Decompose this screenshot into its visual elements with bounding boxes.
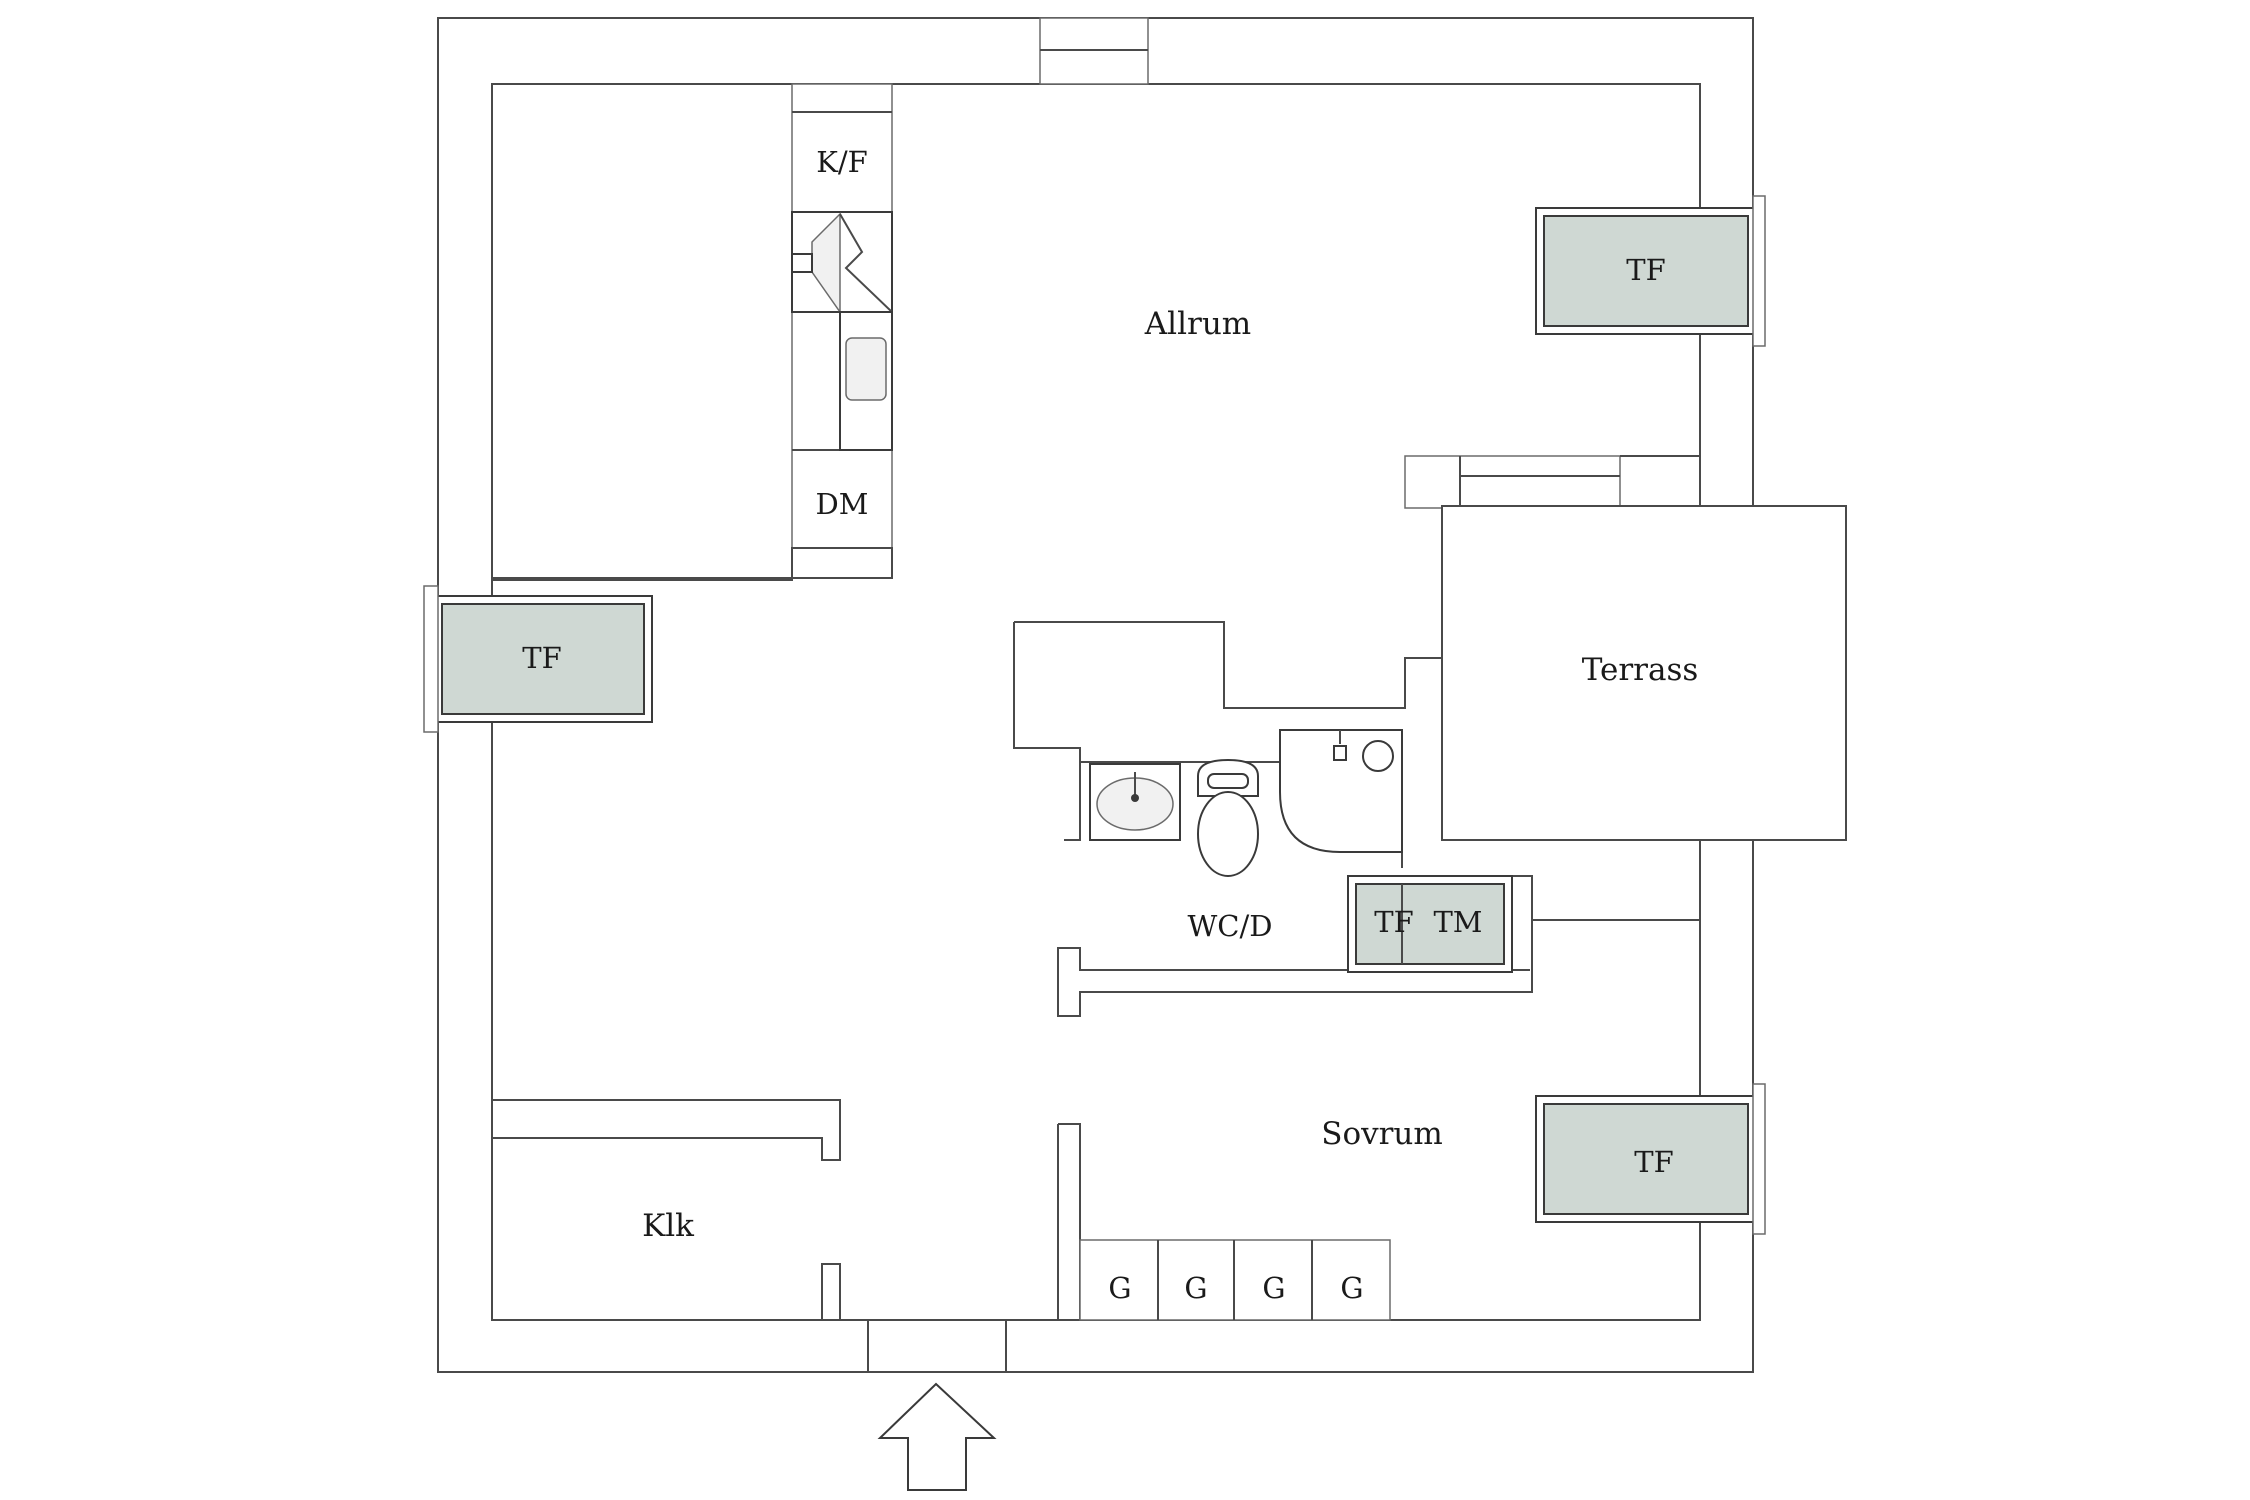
closet-walls	[492, 1099, 1058, 1372]
shower-icon	[1279, 729, 1403, 853]
radiator-sovrum: TF	[1535, 1083, 1766, 1235]
kf-label: K/F	[816, 145, 868, 179]
terrace-door	[1404, 84, 1701, 509]
toilet-icon	[1197, 758, 1259, 877]
kitchen-sink-icon	[839, 311, 893, 451]
entrance-arrow-icon	[877, 1382, 997, 1491]
sink-icon	[1089, 763, 1181, 841]
wardrobes: G G G G	[1079, 1239, 1391, 1321]
terrace: Terrass	[1441, 505, 1847, 841]
wardrobe-label-1: G	[1108, 1271, 1131, 1305]
allrum-south-wall	[491, 547, 893, 581]
allrum-label: Allrum	[1144, 306, 1251, 342]
wardrobe-label-3: G	[1262, 1271, 1285, 1305]
tf-label-sovrum: TF	[1634, 1145, 1673, 1179]
tm-label: TM	[1433, 905, 1482, 939]
wcd-label: WC/D	[1187, 909, 1272, 943]
stove-icon	[791, 211, 893, 315]
dm-label: DM	[816, 487, 869, 521]
radiator-allrum: TF	[1535, 195, 1766, 347]
wardrobe-label-4: G	[1340, 1271, 1363, 1305]
sovrum-label: Sovrum	[1321, 1116, 1443, 1152]
terrass-label: Terrass	[1582, 652, 1699, 688]
laundry-fixture: TF TM	[1347, 875, 1513, 973]
tf-label-west: TF	[522, 641, 561, 675]
tf-label-allrum: TF	[1626, 253, 1665, 287]
wardrobe-label-2: G	[1184, 1271, 1207, 1305]
tf-label-bath: TF	[1374, 905, 1413, 939]
top-window	[1039, 17, 1149, 85]
radiator-west: TF	[423, 585, 653, 733]
klk-label: Klk	[642, 1208, 694, 1244]
